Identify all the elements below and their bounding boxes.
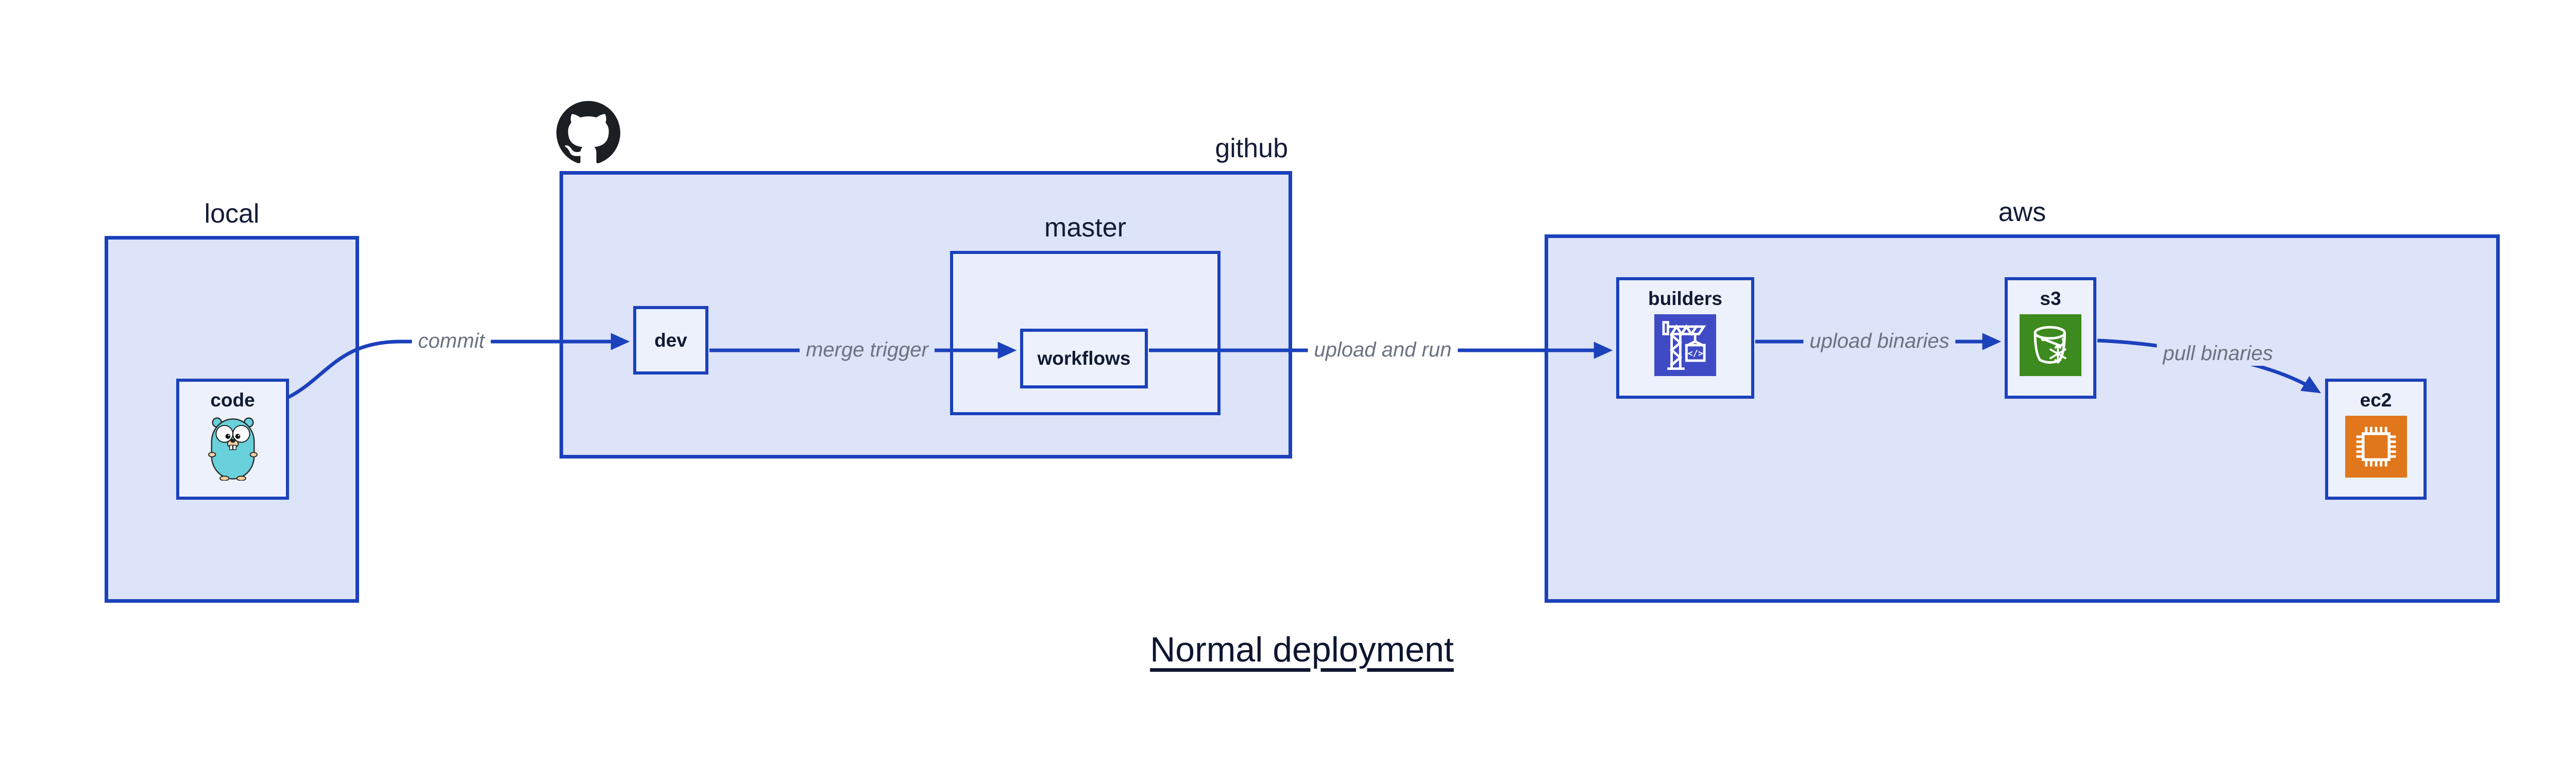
cpu-chip-icon (2345, 416, 2407, 478)
crane-codebuild-icon: </> (1654, 314, 1716, 376)
edge-label-commit: commit (412, 329, 491, 353)
edge-label-pull-binaries: pull binaries (2157, 341, 2279, 366)
edge-label-upload-binaries: upload binaries (1803, 329, 1956, 353)
group-github-label: github (1215, 133, 1288, 163)
node-builders-label: builders (1648, 288, 1722, 309)
svg-text:</>: </> (1688, 348, 1703, 359)
go-gopher-icon (208, 417, 258, 481)
node-code: code (176, 379, 289, 500)
node-code-label: code (210, 389, 255, 411)
node-workflows: workflows (1020, 329, 1148, 388)
diagram-title: Normal deployment (1150, 630, 1454, 669)
node-ec2: ec2 (2325, 379, 2427, 500)
node-ec2-label: ec2 (2360, 389, 2392, 411)
group-master-label: master (1044, 213, 1126, 243)
edge-label-merge-trigger: merge trigger (800, 337, 935, 362)
github-octocat-icon (556, 101, 620, 165)
group-local-label: local (204, 199, 260, 229)
bucket-snowflake-icon (2020, 314, 2081, 376)
node-dev: dev (633, 306, 708, 375)
node-s3-label: s3 (2040, 288, 2061, 309)
node-s3: s3 (2005, 277, 2096, 399)
node-workflows-label: workflows (1037, 348, 1131, 369)
group-aws-label: aws (1998, 197, 2046, 227)
edge-label-upload-and-run: upload and run (1308, 337, 1458, 362)
node-builders: builders </> (1616, 277, 1754, 399)
node-dev-label: dev (654, 329, 687, 351)
edge-commit-arrow (286, 333, 630, 400)
